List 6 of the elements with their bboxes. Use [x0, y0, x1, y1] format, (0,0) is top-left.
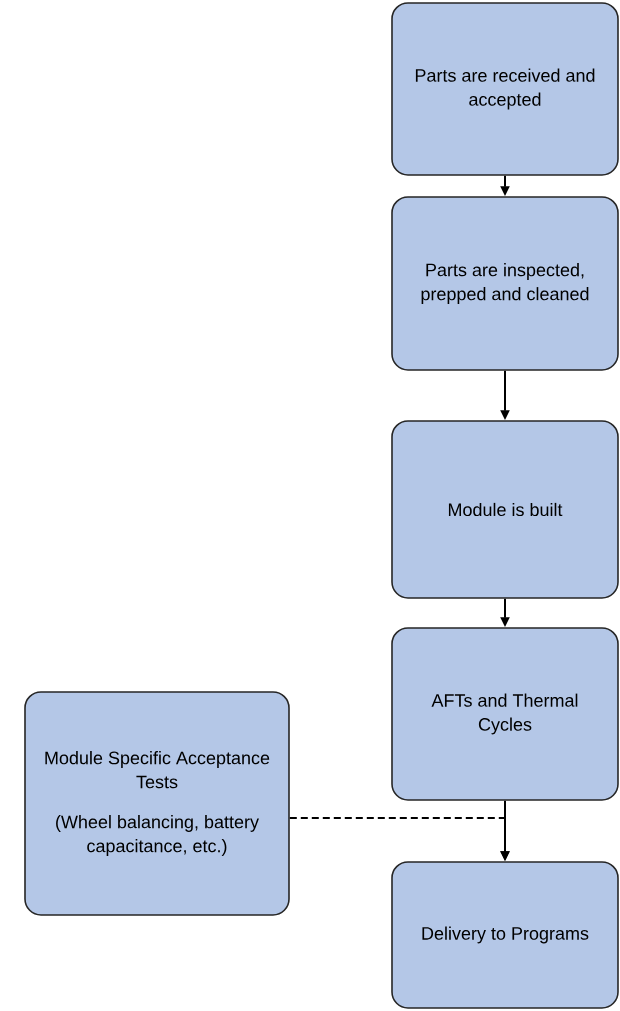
process-box: Parts are inspected, prepped and cleaned [391, 196, 619, 371]
process-box: Parts are received and accepted [391, 2, 619, 176]
process-box: AFTs and Thermal Cycles [391, 627, 619, 801]
process-box: Module is built [391, 420, 619, 599]
process-box: Module Specific Acceptance Tests (Wheel balancing, battery capacitance, etc.) [24, 691, 290, 916]
process-box: Delivery to Programs [391, 861, 619, 1009]
